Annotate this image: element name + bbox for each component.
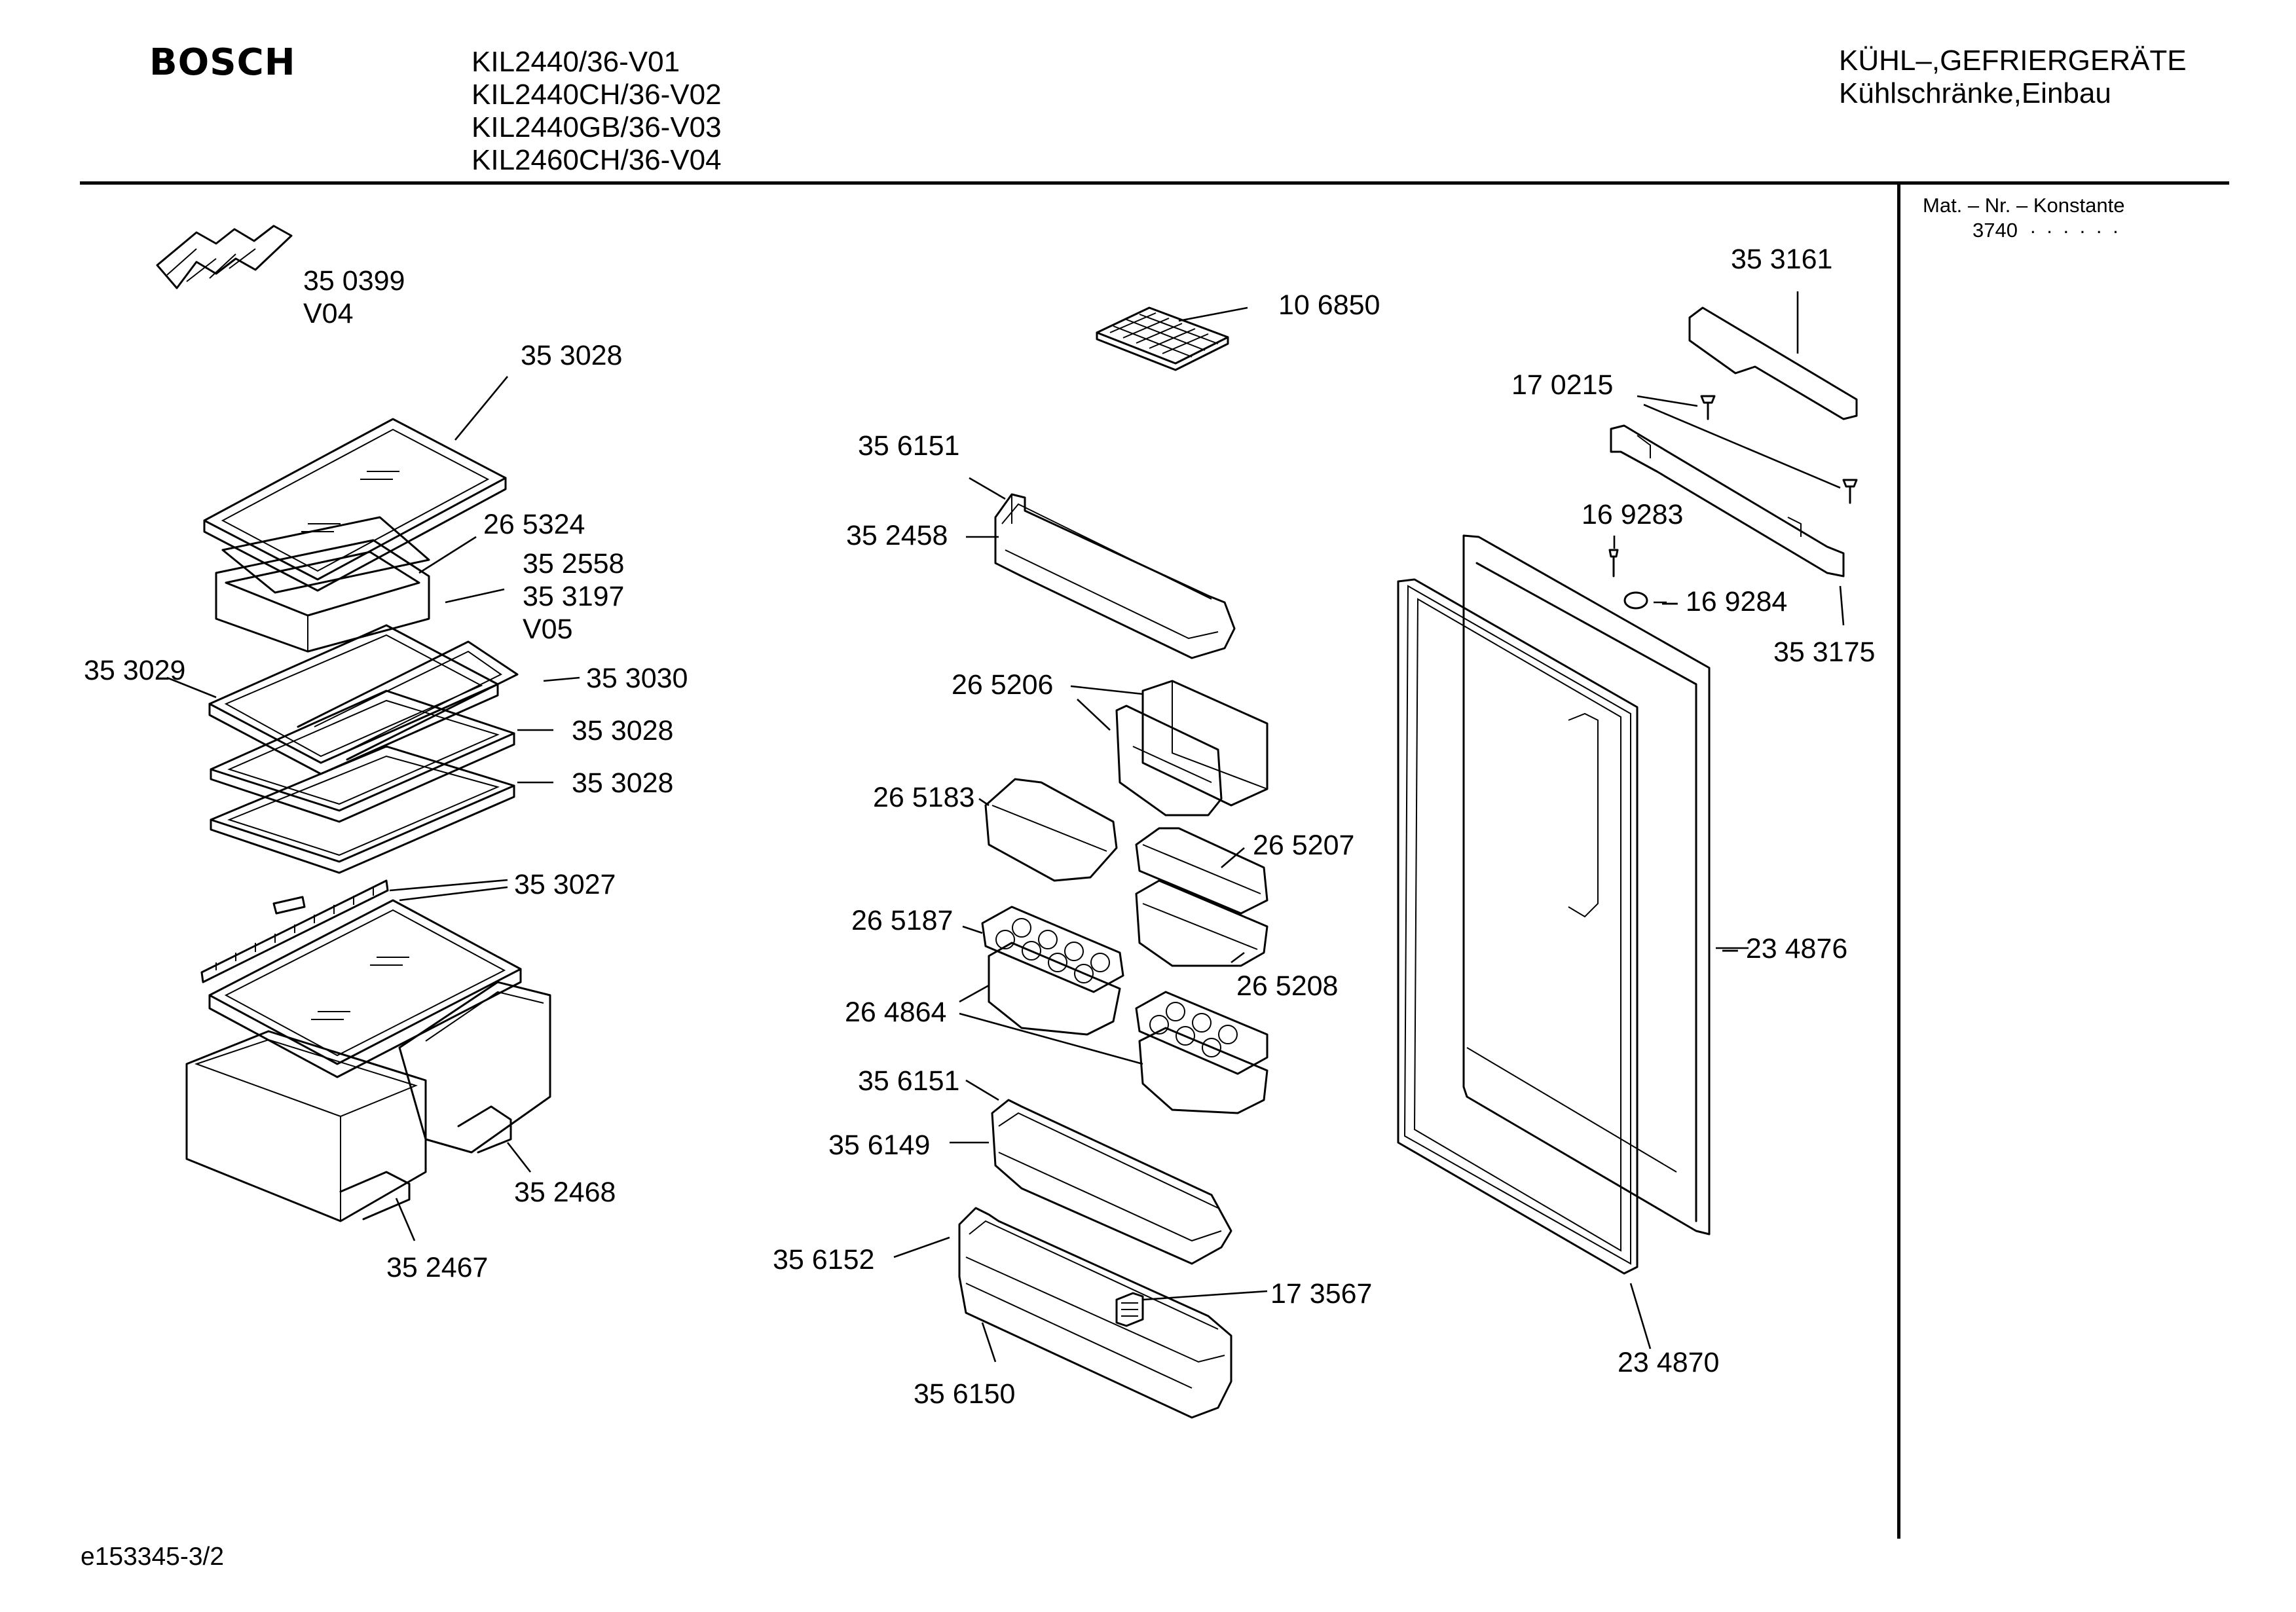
side-panel-dots: . . . . . . bbox=[2030, 215, 2121, 238]
part-label-106850: 10 6850 bbox=[1278, 289, 1380, 321]
model-number-4: KIL2460CH/36-V04 bbox=[472, 144, 722, 176]
hinge-cap bbox=[1623, 591, 1648, 610]
part-label-234876: – 23 4876 bbox=[1722, 933, 1848, 964]
leader-lines bbox=[166, 291, 1845, 1363]
screw-icons bbox=[1608, 395, 1858, 577]
crisper-cover bbox=[200, 879, 522, 1078]
egg-tray-left bbox=[981, 906, 1124, 1036]
side-panel-divider bbox=[1897, 185, 1900, 1539]
part-label-353197: 35 3197 bbox=[523, 581, 625, 612]
part-label-353161: 35 3161 bbox=[1731, 244, 1833, 275]
part-label-352467: 35 2467 bbox=[386, 1252, 489, 1283]
part-label-356151-top: 35 6151 bbox=[858, 430, 960, 462]
crisper-drawer-left bbox=[185, 1030, 427, 1222]
bottle-rack-part-icon bbox=[156, 225, 293, 289]
part-label-356149: 35 6149 bbox=[828, 1129, 931, 1161]
part-label-353028-low: 35 3028 bbox=[572, 767, 674, 799]
part-label-350399: 35 0399 bbox=[303, 265, 405, 297]
part-label-170215: 17 0215 bbox=[1511, 369, 1614, 401]
egg-tray-right bbox=[1135, 991, 1268, 1114]
door-gasket bbox=[1397, 578, 1639, 1275]
hinge-bracket bbox=[1610, 424, 1845, 577]
part-label-264864: 26 4864 bbox=[845, 997, 947, 1028]
part-label-265183: 26 5183 bbox=[873, 782, 975, 813]
part-label-234870: 23 4870 bbox=[1618, 1347, 1720, 1378]
door-bin-with-lid bbox=[1115, 680, 1268, 816]
brand-logo: BOSCH bbox=[149, 41, 296, 84]
part-label-265324: 26 5324 bbox=[483, 509, 585, 540]
glass-shelf-lower bbox=[210, 745, 515, 874]
model-number-2: KIL2440CH/36-V02 bbox=[472, 79, 722, 111]
part-label-173567: 17 3567 bbox=[1270, 1278, 1373, 1310]
door-bottle-shelf bbox=[958, 1207, 1232, 1419]
part-label-169284: – 16 9284 bbox=[1662, 586, 1788, 617]
part-label-356152: 35 6152 bbox=[773, 1244, 875, 1275]
part-label-v04: V04 bbox=[303, 298, 354, 329]
header-divider bbox=[80, 181, 2229, 185]
part-label-353028-mid: 35 3028 bbox=[572, 715, 674, 746]
side-panel-heading: Mat. – Nr. – Konstante bbox=[1923, 194, 2125, 217]
part-label-353030: 35 3030 bbox=[586, 663, 688, 694]
crisper-drawer-right bbox=[398, 981, 551, 1154]
part-label-353028-top: 35 3028 bbox=[521, 340, 623, 371]
inner-door-panel bbox=[1462, 534, 1711, 1236]
part-label-353027: 35 3027 bbox=[514, 869, 616, 900]
part-label-v05: V05 bbox=[523, 614, 573, 645]
part-label-353029: 35 3029 bbox=[84, 655, 186, 686]
part-label-265206: 26 5206 bbox=[952, 669, 1054, 701]
category-title: KÜHL–,GEFRIERGERÄTE bbox=[1839, 45, 2187, 77]
glass-shelf-middle bbox=[210, 689, 515, 823]
part-label-352468: 35 2468 bbox=[514, 1177, 616, 1208]
part-label-265187: 26 5187 bbox=[851, 905, 954, 936]
model-number-3: KIL2440GB/36-V03 bbox=[472, 111, 722, 143]
part-label-352558: 35 2558 bbox=[523, 548, 625, 579]
part-label-353175: 35 3175 bbox=[1773, 636, 1876, 668]
part-label-352458: 35 2458 bbox=[846, 520, 948, 551]
glass-shelf-top bbox=[203, 418, 507, 592]
door-shelf-top bbox=[994, 493, 1236, 659]
part-label-356151-mid: 35 6151 bbox=[858, 1065, 960, 1097]
part-label-169283: 16 9283 bbox=[1582, 499, 1684, 530]
door-bin-small bbox=[984, 778, 1118, 882]
part-label-356150: 35 6150 bbox=[914, 1378, 1016, 1410]
ice-cube-tray bbox=[1096, 306, 1229, 371]
side-panel-value: 3740 bbox=[1972, 219, 2018, 242]
part-label-265208: 26 5208 bbox=[1236, 970, 1339, 1002]
model-number-1: KIL2440/36-V01 bbox=[472, 46, 680, 78]
hinge-cover bbox=[1688, 306, 1858, 420]
door-shelf-middle bbox=[991, 1099, 1232, 1265]
part-label-265207: 26 5207 bbox=[1253, 830, 1355, 861]
door-bin-pair bbox=[1135, 827, 1268, 967]
document-id: e153345-3/2 bbox=[81, 1543, 225, 1571]
chiller-compartment bbox=[215, 516, 430, 653]
category-subtitle: Kühlschränke,Einbau bbox=[1839, 77, 2111, 109]
